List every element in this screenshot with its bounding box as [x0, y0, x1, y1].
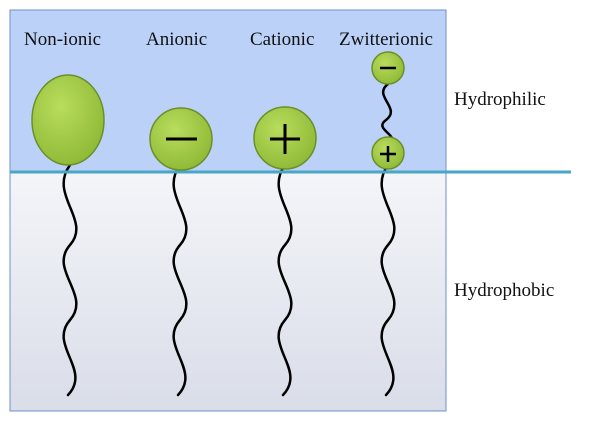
nonionic-tail	[62, 163, 78, 397]
nonionic-headgroup	[31, 74, 105, 166]
hydrophobic-label: Hydrophobic	[454, 280, 555, 301]
zwitterionic-positive-head	[371, 136, 405, 170]
cationic-headgroup	[253, 106, 317, 170]
plus-icon	[270, 124, 300, 154]
zwitterionic-label: Zwitterionic	[339, 29, 433, 50]
zwitterionic-tail	[380, 163, 396, 397]
anionic-tail	[172, 163, 188, 397]
cationic-tail	[277, 163, 293, 397]
plus-icon	[380, 146, 396, 162]
hydrophilic-label: Hydrophilic	[454, 89, 546, 110]
hydrophobic-region	[10, 173, 446, 411]
diagram-border	[9, 9, 447, 412]
zwitterionic-negative-head	[371, 51, 405, 85]
anionic-headgroup	[149, 107, 213, 171]
nonionic-label: Non-ionic	[24, 29, 102, 50]
cationic-label: Cationic	[250, 29, 315, 50]
anionic-label: Anionic	[146, 29, 208, 50]
